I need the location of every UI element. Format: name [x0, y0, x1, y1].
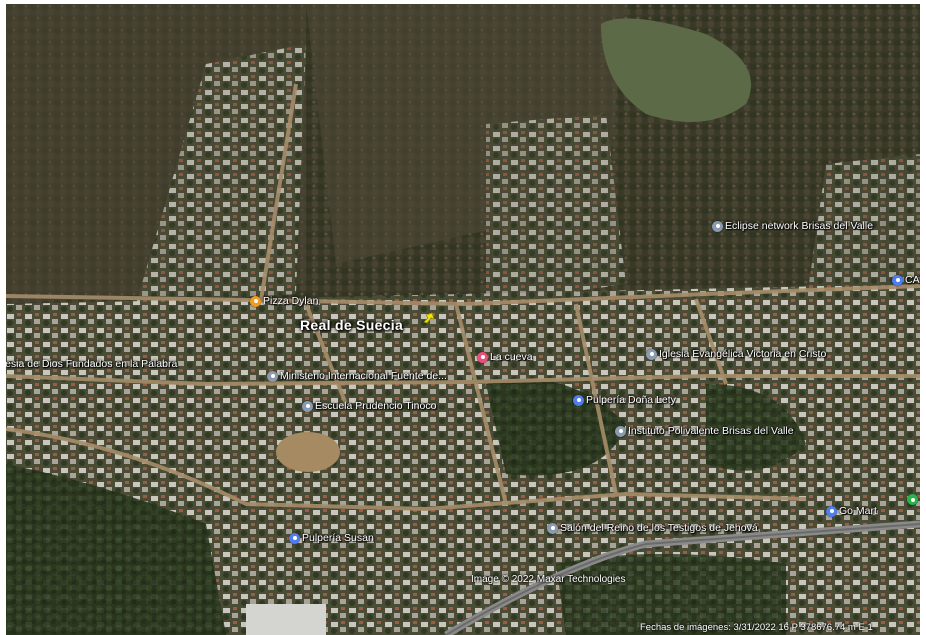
restaurant-icon	[250, 295, 261, 307]
poi-label: La cueva	[490, 351, 533, 363]
poi-pizza-dylan[interactable]: Pizza Dylan	[250, 295, 318, 307]
poi-label: Eclipse network Brisas del Valle	[725, 220, 874, 232]
bar-icon	[477, 351, 488, 363]
poi-escuela[interactable]: Escuela Prudencio Tinoco	[302, 400, 436, 412]
shop-icon	[892, 274, 903, 286]
satellite-imagery	[6, 4, 920, 635]
poi-la-cueva[interactable]: La cueva	[477, 351, 533, 363]
poi-label: Escuela Prudencio Tinoco	[315, 400, 437, 412]
poi-label: Ministerio Internacional Fuente de...	[280, 370, 447, 382]
place-icon	[547, 522, 558, 534]
place-icon	[646, 348, 657, 360]
poi-cam[interactable]: CAM	[892, 274, 920, 286]
shop-icon	[289, 532, 300, 544]
poi-label: Pizza Dylan	[263, 295, 319, 307]
poi-pulperia-dona-lety[interactable]: Pulpería Doña Lety	[573, 394, 676, 406]
poi-salon-del-reino[interactable]: Salón del Reino de los Testigos de Jehov…	[547, 522, 758, 534]
poi-label: Iglesia de Dios Fundados en la Palabra	[6, 358, 178, 370]
poi-instituto[interactable]: Instituto Polivalente Brisas del Valle	[615, 425, 794, 437]
placemark-pin-icon[interactable]	[422, 312, 436, 326]
place-icon	[267, 370, 278, 382]
poi-iglesia-evangelica[interactable]: Iglesia Evangélica Victoria en Cristo	[646, 348, 826, 360]
status-bar: Fechas de imágenes: 3/31/2022 16 P 37867…	[640, 622, 873, 633]
poi-pulperia-susan[interactable]: Pulpería Susan	[289, 532, 374, 544]
poi-ministerio[interactable]: Ministerio Internacional Fuente de...	[267, 370, 447, 382]
satellite-map[interactable]: Real de Suecia Pizza Dylan Eclipse netwo…	[6, 4, 920, 635]
poi-label: Pulpería Susan	[302, 532, 374, 544]
poi-label: Iglesia Evangélica Victoria en Cristo	[659, 348, 827, 360]
poi-go-mart[interactable]: Go Mart	[826, 505, 877, 517]
poi-green-place[interactable]	[907, 494, 918, 505]
poi-label: Pulpería Doña Lety	[586, 394, 676, 406]
shop-icon	[573, 394, 584, 406]
poi-eclipse-network[interactable]: Eclipse network Brisas del Valle	[712, 220, 873, 232]
green-place-icon	[907, 494, 918, 505]
poi-label: Instituto Polivalente Brisas del Valle	[628, 425, 794, 437]
place-label: Real de Suecia	[300, 317, 404, 333]
place-icon	[712, 220, 723, 232]
poi-label: CAM	[905, 274, 920, 286]
poi-iglesia-de-dios[interactable]: Iglesia de Dios Fundados en la Palabra	[6, 358, 177, 370]
shop-icon	[826, 505, 837, 517]
place-icon	[302, 400, 313, 412]
poi-label: Go Mart	[839, 505, 877, 517]
imagery-attribution: Image © 2022 Maxar Technologies	[471, 574, 626, 585]
place-icon	[615, 425, 626, 437]
poi-label: Salón del Reino de los Testigos de Jehov…	[560, 522, 758, 534]
